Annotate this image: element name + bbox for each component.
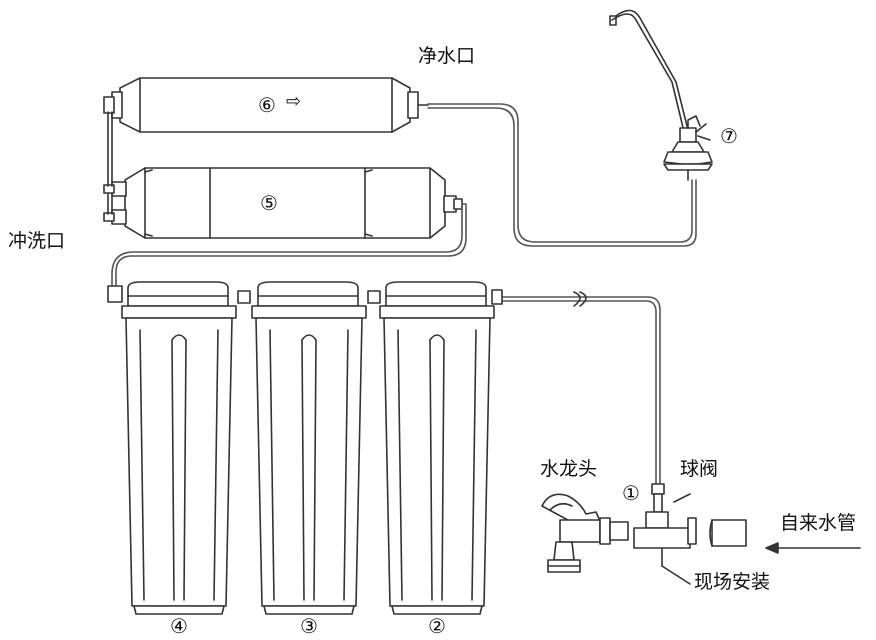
number-7-label: ⑦ (720, 124, 738, 148)
tap-water-pipe-label: 自来水管 (780, 512, 857, 534)
housing-6 (103, 77, 429, 133)
number-1-label: ① (622, 481, 640, 505)
ball-valve-label: 球阀 (680, 458, 719, 480)
housing-4 (107, 281, 237, 615)
clean-water-outlet-label: 净水口 (418, 45, 476, 67)
housing-3 (251, 281, 367, 615)
ball-valve-assembly (633, 483, 747, 585)
number-3-label: ③ (300, 614, 318, 638)
number-6-label: ⑥ (258, 93, 276, 117)
faucet-label: 水龙头 (540, 458, 598, 480)
flow-arrow-icon: ⇨ (286, 91, 302, 112)
housing-5 (103, 167, 463, 239)
number-4-label: ④ (170, 614, 188, 638)
faucet-7 (609, 9, 713, 181)
number-2-label: ② (428, 614, 446, 638)
tap-faucet (541, 493, 629, 573)
number-5-label: ⑤ (260, 191, 278, 215)
flush-outlet-label: 冲洗口 (8, 230, 66, 252)
on-site-install-label: 现场安装 (694, 571, 771, 593)
housing-2 (379, 281, 503, 615)
